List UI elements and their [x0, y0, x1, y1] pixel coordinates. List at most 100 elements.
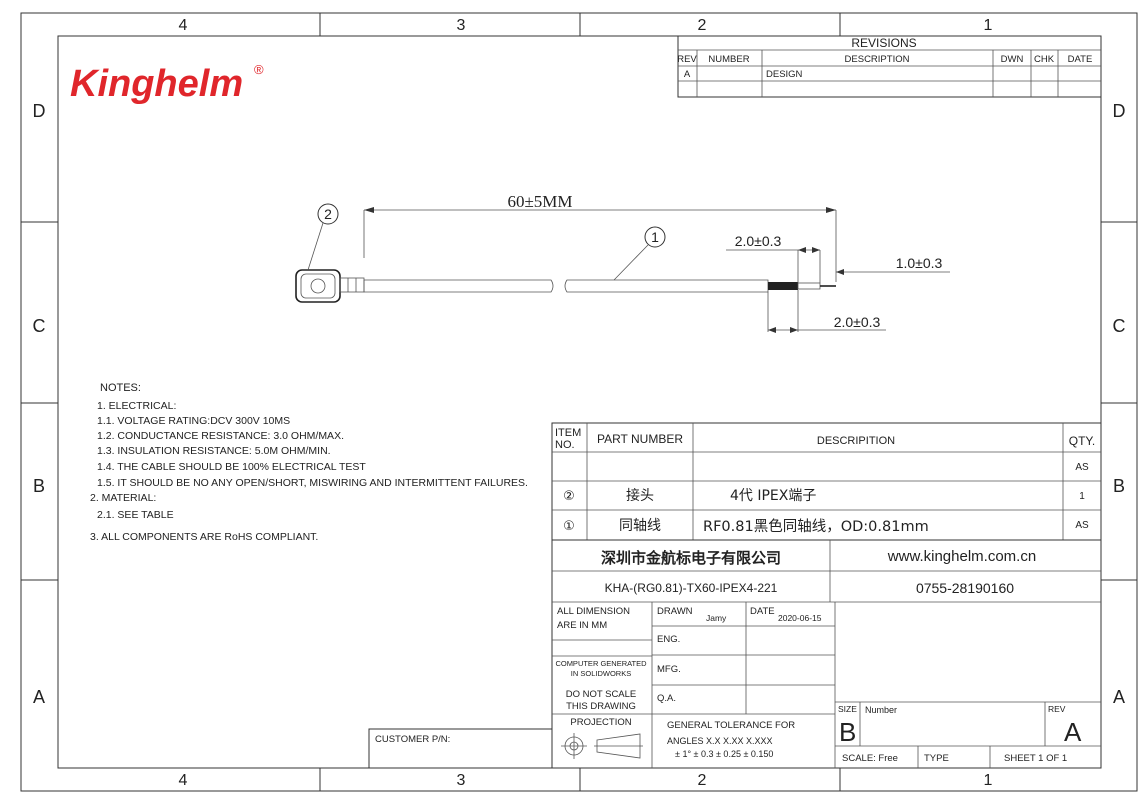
third-angle-projection-icon — [561, 733, 643, 759]
company-phone: 0755-28190160 — [916, 580, 1014, 596]
do-not-scale-line-2: THIS DRAWING — [566, 701, 636, 712]
logo-text: Kinghelm — [70, 63, 243, 105]
note-line: 1.4. THE CABLE SHOULD BE 100% ELECTRICAL… — [97, 461, 366, 473]
kinghelm-logo: Kinghelm ® — [70, 62, 264, 105]
bom-row-part: 同轴线 — [619, 518, 661, 534]
tolerance-title: GENERAL TOLERANCE FOR — [667, 720, 795, 731]
col-label-2-bottom: 2 — [698, 772, 707, 789]
bom-row-desc: RF0.81黑色同轴线，OD:0.81mm — [703, 518, 929, 535]
bom-row-part: 接头 — [626, 487, 654, 504]
drawn-label: DRAWN — [657, 606, 693, 617]
sheet-info: SHEET 1 OF 1 — [1004, 753, 1067, 764]
note-line: 1. ELECTRICAL: — [97, 400, 176, 412]
outer-frame — [20, 12, 1138, 792]
rev-header-chk: CHK — [1034, 54, 1055, 65]
col-label-4: 4 — [179, 17, 188, 34]
size-value: B — [839, 717, 856, 747]
computer-generated-line-1: COMPUTER GENERATED — [555, 659, 647, 668]
size-label: SIZE — [838, 704, 857, 714]
rev-header-rev: REV — [677, 54, 697, 65]
note-line: 2. MATERIAL: — [90, 492, 156, 504]
bom-header-qty: QTY. — [1069, 434, 1095, 448]
row-label-d: D — [33, 101, 46, 121]
rev-header-description: DESCRIPTION — [845, 54, 910, 65]
col-label-3-bottom: 3 — [457, 772, 466, 789]
balloon-1-label: 1 — [651, 229, 659, 245]
bom-header-part: PART NUMBER — [597, 432, 683, 446]
rev-header-number: NUMBER — [708, 54, 749, 65]
rev-label: REV — [1048, 704, 1066, 714]
cable-right-segment — [564, 279, 769, 293]
note-line: 1.2. CONDUCTANCE RESISTANCE: 3.0 OHM/MAX… — [97, 430, 344, 442]
type-label: TYPE — [924, 753, 949, 764]
cable-left-segment — [363, 279, 554, 293]
logo-registered-mark: ® — [254, 62, 264, 77]
pin-dimension: 1.0±0.3 — [896, 255, 943, 271]
bom-table: ITEM NO. PART NUMBER DESCRIPITION QTY. A… — [551, 422, 1102, 541]
tolerance-values: ± 1° ± 0.3 ± 0.25 ± 0.150 — [675, 749, 773, 759]
mfg-label: MFG. — [657, 664, 681, 675]
strip-dimension-bottom: 2.0±0.3 — [834, 314, 881, 330]
col-label-1: 1 — [984, 17, 993, 34]
row-label-b-right: B — [1113, 476, 1125, 496]
drawn-value: Jamy — [706, 613, 727, 623]
col-label-2: 2 — [698, 17, 707, 34]
bom-header-item: ITEM — [555, 427, 581, 439]
strip-dimension-top: 2.0±0.3 — [735, 233, 782, 249]
customer-part-number-box: CUSTOMER P/N: — [368, 728, 553, 769]
tolerance-headers: ANGLES X.X X.XX X.XXX — [667, 736, 773, 746]
note-line: 3. ALL COMPONENTS ARE RoHS COMPLIANT. — [90, 531, 318, 543]
note-line: 1.1. VOLTAGE RATING:DCV 300V 10MS — [97, 415, 290, 427]
rev-value: A — [1064, 717, 1082, 747]
cable-assembly-drawing: 60±5MM 2.0±0.3 1.0±0.3 2.0±0.3 1 2 — [295, 192, 950, 333]
customer-pn-label: CUSTOMER P/N: — [375, 734, 450, 745]
row-label-d-right: D — [1113, 101, 1126, 121]
col-label-3: 3 — [457, 17, 466, 34]
do-not-scale-line-1: DO NOT SCALE — [566, 689, 637, 700]
col-label-1-bottom: 1 — [984, 772, 993, 789]
row-label-a-right: A — [1113, 687, 1125, 707]
notes: NOTES: 1. ELECTRICAL: 1.1. VOLTAGE RATIN… — [90, 382, 528, 543]
note-line: 1.5. IT SHOULD BE NO ANY OPEN/SHORT, MIS… — [97, 477, 528, 489]
date-label: DATE — [750, 606, 775, 617]
qa-label: Q.A. — [657, 693, 676, 704]
cable-shield-section — [768, 282, 798, 290]
company-website: www.kinghelm.com.cn — [887, 548, 1036, 565]
note-line: 1.3. INSULATION RESISTANCE: 5.0M OHM/MIN… — [97, 445, 331, 457]
bom-row-qty: AS — [1075, 520, 1089, 531]
all-dimension-line-1: ALL DIMENSION — [557, 606, 630, 617]
rev-row-description: DESIGN — [766, 69, 803, 80]
row-label-b: B — [33, 476, 45, 496]
all-dimension-line-2: ARE IN MM — [557, 620, 607, 631]
balloon-2-label: 2 — [324, 206, 332, 222]
number-label: Number — [865, 705, 897, 715]
rev-header-date: DATE — [1068, 54, 1093, 65]
rev-row-rev: A — [684, 69, 691, 80]
scale-value: SCALE: Free — [842, 753, 898, 764]
revisions-table: REVISIONS REV NUMBER DESCRIPTION DWN CHK… — [677, 35, 1102, 98]
rev-header-dwn: DWN — [1001, 54, 1024, 65]
row-label-c-right: C — [1113, 316, 1126, 336]
title-block: 深圳市金航标电子有限公司 www.kinghelm.com.cn KHA-(RG… — [551, 539, 1102, 769]
ipex-connector — [295, 269, 365, 303]
bom-header-desc: DESCRIPITION — [817, 435, 895, 447]
note-line: 2.1. SEE TABLE — [97, 509, 174, 521]
date-value: 2020-06-15 — [778, 613, 822, 623]
eng-label: ENG. — [657, 634, 680, 645]
col-label-4-bottom: 4 — [179, 772, 188, 789]
computer-generated-line-2: IN SOLIDWORKS — [571, 669, 631, 678]
length-dimension: 60±5MM — [507, 192, 572, 211]
row-label-a: A — [33, 687, 45, 707]
bom-row-qty: 1 — [1079, 491, 1085, 502]
row-label-c: C — [33, 316, 46, 336]
projection-label: PROJECTION — [570, 717, 631, 728]
company-name: 深圳市金航标电子有限公司 — [601, 549, 781, 567]
part-number: KHA-(RG0.81)-TX60-IPEX4-221 — [605, 581, 778, 595]
cable-dielectric-section — [797, 282, 821, 290]
revisions-title: REVISIONS — [851, 36, 916, 50]
bom-row-desc: 4代 IPEX端子 — [730, 488, 816, 504]
bom-header-no: NO. — [555, 439, 575, 451]
balloon-2 — [317, 203, 339, 225]
bom-row-item: ② — [563, 489, 575, 504]
